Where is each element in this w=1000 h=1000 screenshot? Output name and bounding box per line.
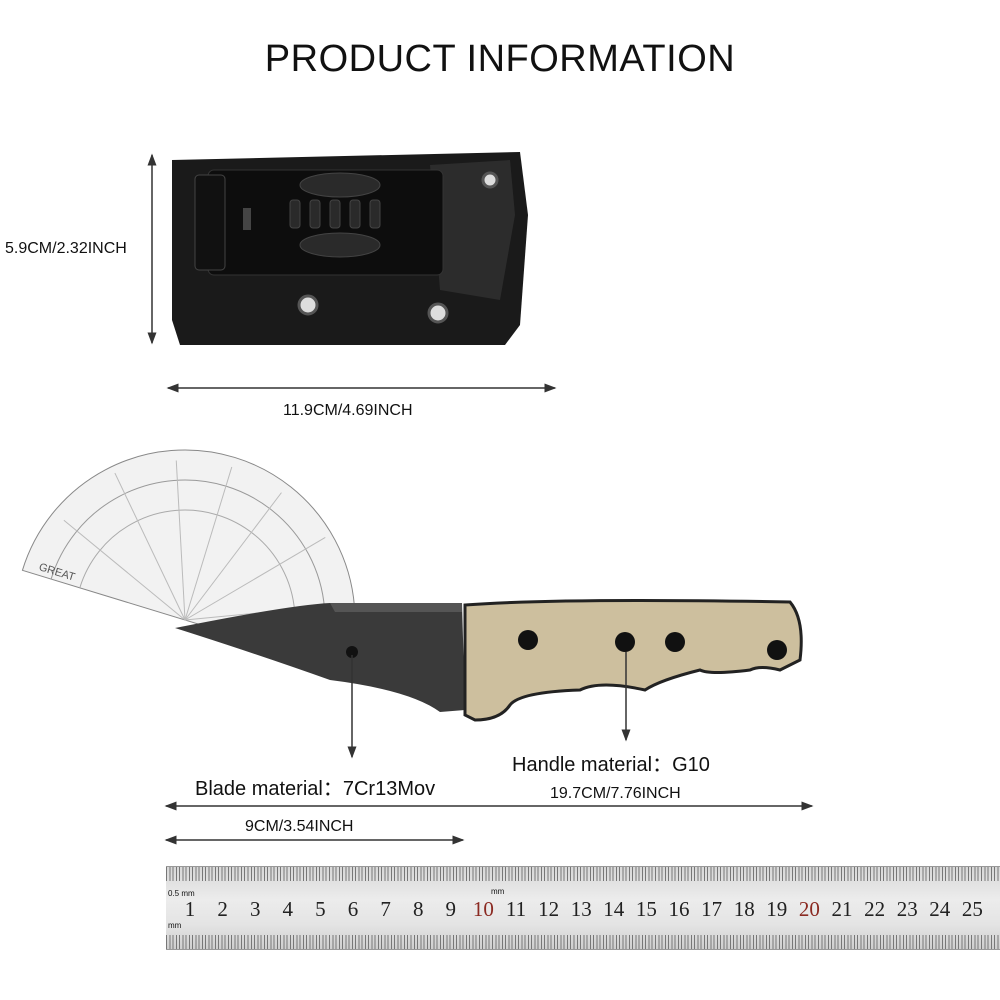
ruler-number: 3 (249, 897, 261, 921)
ruler-number: 8 (412, 897, 424, 921)
ruler-number: 5 (315, 897, 326, 921)
ruler-number: 6 (347, 897, 359, 921)
total-length-label: 19.7CM/7.76INCH (550, 785, 681, 802)
ruler-number: 22 (864, 897, 886, 921)
ruler-number: 21 (831, 897, 853, 921)
blade-material-label: Blade material：7Cr13Mov (195, 778, 436, 800)
ruler-number: 12 (538, 897, 560, 921)
ruler-unit-bottom: mm (168, 921, 182, 930)
ruler-number: 13 (570, 897, 592, 921)
ruler-number: 2 (217, 897, 228, 921)
sheath-image (172, 152, 528, 345)
ruler-unit-mid: mm (491, 887, 505, 896)
ruler-number: 9 (445, 897, 457, 921)
ruler-number: 4 (282, 897, 294, 921)
ruler-number: 18 (733, 897, 755, 921)
page-title: PRODUCT INFORMATION (264, 38, 736, 80)
sheath-width-label: 11.9CM/4.69INCH (283, 402, 413, 419)
ruler-number: 17 (701, 897, 723, 921)
ruler-number: 24 (929, 897, 951, 921)
ruler-number: 14 (603, 897, 625, 921)
ruler-number: 1 (184, 897, 196, 921)
ruler-ticks-bottom (166, 935, 1000, 949)
sheath-height-label: 5.9CM/2.32INCH (5, 240, 127, 257)
ruler-ticks-top (166, 867, 1000, 881)
ruler-number: 25 (961, 897, 983, 921)
ruler-number: 16 (668, 897, 690, 921)
ruler-number: 10 (472, 897, 494, 921)
ruler-number: 19 (766, 897, 788, 921)
ruler-number: 23 (896, 897, 918, 921)
ruler-number: 7 (380, 897, 391, 921)
ruler-number: 11 (505, 897, 527, 921)
handle-material-label: Handle material：G10 (512, 754, 710, 776)
blade-length-label: 9CM/3.54INCH (245, 818, 354, 835)
ruler-number: 20 (798, 897, 820, 921)
ruler-number: 15 (635, 897, 657, 921)
ruler-unit-top: 0.5 mm (168, 889, 195, 898)
knife-image (175, 599, 803, 722)
